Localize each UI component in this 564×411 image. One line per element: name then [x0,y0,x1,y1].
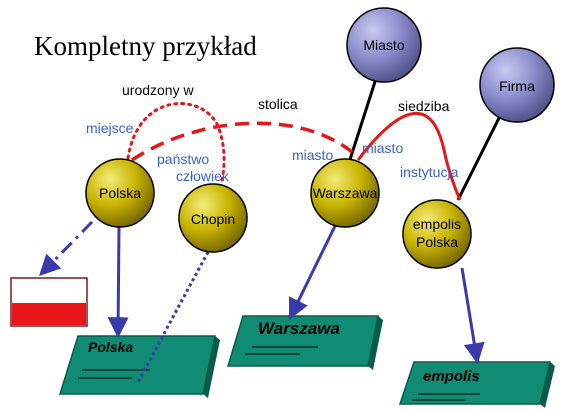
node-empolis-label-line2: Polska [416,234,458,250]
relation-siedziba [356,111,462,201]
link-polska-document [107,225,129,339]
document-polska-title: Polska [88,339,133,355]
node-miasto-label: Miasto [363,37,404,53]
node-chopin-label: Chopin [191,211,235,227]
role-czlowiek-label: człowiek [176,168,230,184]
document-warszawa: Warszawa [226,315,383,370]
document-empolis-title: empolis [423,368,480,385]
relation-urodzony-w [126,102,226,182]
role-miejsce-label: miejsce [86,120,134,136]
node-miasto[interactable]: Miasto [346,7,422,83]
relation-urodzony-w-label: urodzony w [122,82,194,98]
role-miasto-left-label: miasto [292,147,333,163]
node-firma[interactable]: Firma [479,47,555,123]
node-chopin[interactable]: Chopin [178,183,248,253]
document-empolis: empolis [398,361,555,408]
node-warszawa-label: Warszawa [313,185,378,201]
role-instytucja-label: instytucja [400,164,459,180]
node-polska[interactable]: Polska [85,158,155,228]
node-empolis-label-line1: empolis [413,216,461,232]
node-empolis-polska[interactable]: empolis Polska [402,199,472,269]
relation-stolica-label: stolica [258,96,298,112]
relation-stolica [131,121,354,162]
document-polska: Polska [58,335,220,398]
link-empolis-document [460,267,485,365]
relation-siedziba-label: siedziba [398,98,450,114]
node-polska-label: Polska [99,185,141,201]
document-warszawa-title: Warszawa [258,319,340,338]
link-warszawa-document [288,223,338,320]
node-warszawa[interactable]: Warszawa [310,158,380,228]
link-empolis-firma [456,103,508,201]
node-firma-label: Firma [499,78,535,94]
link-chopin-document [136,251,210,383]
page-title: Kompletny przykład [34,31,257,61]
role-panstwo-label: państwo [157,151,209,167]
link-polska-flag [39,220,94,276]
poland-flag-icon [10,277,88,327]
role-miasto-right-label: miasto [362,140,403,156]
